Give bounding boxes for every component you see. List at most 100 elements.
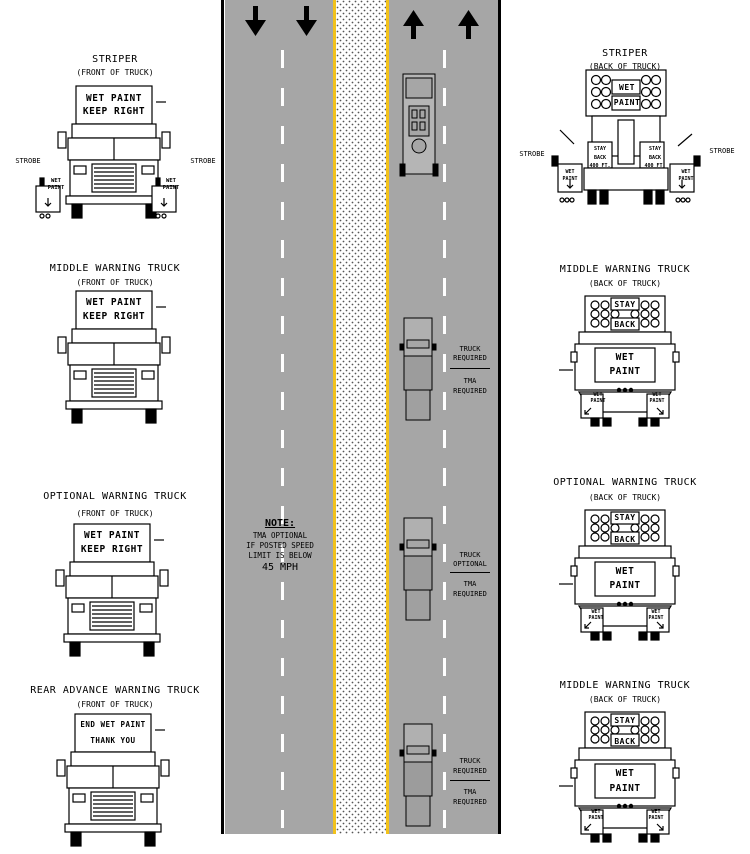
tail-light — [616, 601, 622, 607]
lane-dash — [281, 88, 284, 106]
truck-cab-roof — [71, 328, 157, 344]
headlight-left — [73, 165, 87, 175]
arrow-board-lamp — [650, 514, 660, 524]
lane-dash — [281, 772, 284, 790]
lane-dash — [443, 50, 446, 68]
wheel — [602, 631, 612, 641]
wheel — [638, 417, 648, 427]
truck-optional-label-2: OPTIONAL — [453, 560, 487, 568]
left-title-middle: MIDDLE WARNING TRUCK — [49, 263, 181, 274]
back-truck — [559, 295, 680, 427]
truck-cab-top — [403, 517, 433, 557]
lane-dash — [443, 202, 446, 220]
wheel — [590, 631, 600, 641]
front-truck — [56, 713, 170, 847]
left-view-striper: (FRONT OF TRUCK) — [76, 68, 154, 77]
lane-dash — [281, 468, 284, 486]
strobe-label-left-front: STROBE — [15, 157, 41, 165]
rear-advance-sign-line2: THANK YOU — [90, 736, 136, 745]
lane-dash — [281, 164, 284, 182]
arrow-board-lamp — [630, 309, 640, 319]
striper-stay-right-3: 400 FT. — [644, 163, 666, 169]
lane-dash — [281, 202, 284, 220]
panel-light — [675, 197, 681, 203]
arrow-board-lamp — [650, 86, 662, 98]
note-line-3: LIMIT IS BELOW — [248, 551, 312, 560]
right-title-striper: STRIPER — [602, 48, 648, 59]
lane-dash — [443, 240, 446, 258]
back-view-trucks — [551, 69, 701, 843]
strobe-light — [551, 155, 559, 167]
right-title-optional: OPTIONAL WARNING TRUCK — [553, 477, 697, 488]
lane-dashes — [281, 50, 446, 828]
wheel — [643, 189, 653, 205]
arrow-board-lamp — [590, 734, 600, 744]
truck-bumper — [65, 195, 163, 205]
wet-plate — [611, 79, 641, 95]
middle2-back-sign-1: WET — [615, 768, 635, 779]
wheel-right — [145, 408, 157, 424]
lane-dash — [443, 392, 446, 410]
wheel — [587, 189, 597, 205]
panel-light — [685, 197, 691, 203]
truck-tma-top-view — [399, 723, 437, 827]
down-arrow-icon — [678, 180, 686, 189]
mirror-left — [570, 565, 578, 577]
truck-required-label-3: TRUCK — [459, 757, 481, 765]
striper-back-panel-right-2: PAINT — [678, 176, 694, 182]
arrow-board-lamp — [600, 523, 610, 533]
lane-dash — [443, 354, 446, 372]
mirror-left — [56, 759, 66, 777]
arrow-board-lamp — [600, 86, 612, 98]
arrow-board-lamp — [600, 532, 610, 542]
arrow-board-lamp — [640, 532, 650, 542]
mirror-left — [570, 767, 578, 779]
left-view-middle: (FRONT OF TRUCK) — [76, 278, 154, 287]
mirror-left — [570, 351, 578, 363]
arrow-icon — [584, 621, 592, 629]
arrow-icon — [656, 621, 664, 629]
truck-tma-top-view — [399, 317, 437, 421]
middle2-back-sign-2: PAINT — [609, 783, 641, 794]
lane-dash — [281, 126, 284, 144]
arrow-board-lamp — [640, 734, 650, 744]
arrow-board-lamp — [650, 318, 660, 328]
tma-label-2: TMA — [463, 580, 477, 588]
mirror-left — [55, 569, 65, 587]
truck-bumper — [65, 400, 163, 410]
truck-sign-board — [74, 713, 152, 753]
wheel-left — [69, 641, 81, 657]
left-edge-line — [221, 0, 224, 834]
truck-bumper — [63, 633, 161, 643]
headlight-left — [73, 370, 87, 380]
mirror-left — [57, 336, 67, 354]
lane-dash — [443, 696, 446, 714]
striper-front-sign-line1: WET PAINT — [86, 93, 142, 104]
arrow-board-lamp — [610, 309, 620, 319]
headlight-right — [141, 370, 155, 380]
arrow-board-lamp — [590, 514, 600, 524]
truck-mirror — [399, 749, 405, 757]
wheel — [655, 189, 665, 205]
middle-back-panel-r2: PAINT — [649, 398, 665, 404]
tail-light — [616, 387, 622, 393]
arrow-board-lamp — [590, 74, 602, 86]
note-line-4: 45 MPH — [261, 562, 299, 573]
striper-stay-left-3: 400 FT. — [589, 163, 611, 169]
mirror-left — [57, 131, 67, 149]
middle-front-sign-line2: KEEP RIGHT — [82, 311, 146, 322]
arrow-board-lamp — [590, 716, 600, 726]
tail-light — [622, 803, 628, 809]
arrow-icon — [656, 823, 664, 831]
striper-back-sign-line2: PAINT — [613, 98, 641, 107]
striper-stay-right-1: STAY — [648, 146, 662, 152]
lane-dash — [281, 810, 284, 828]
truck-windshield-top — [406, 745, 430, 755]
middle2-back-panel-r2: PAINT — [648, 815, 664, 821]
arrow-board-lamp — [640, 523, 650, 533]
optional-back-arrowboard-1: STAY — [614, 513, 636, 522]
tail-light — [628, 387, 634, 393]
arrow-board-lamp — [600, 514, 610, 524]
truck-sign-board — [75, 290, 153, 330]
panel-light — [39, 213, 45, 219]
